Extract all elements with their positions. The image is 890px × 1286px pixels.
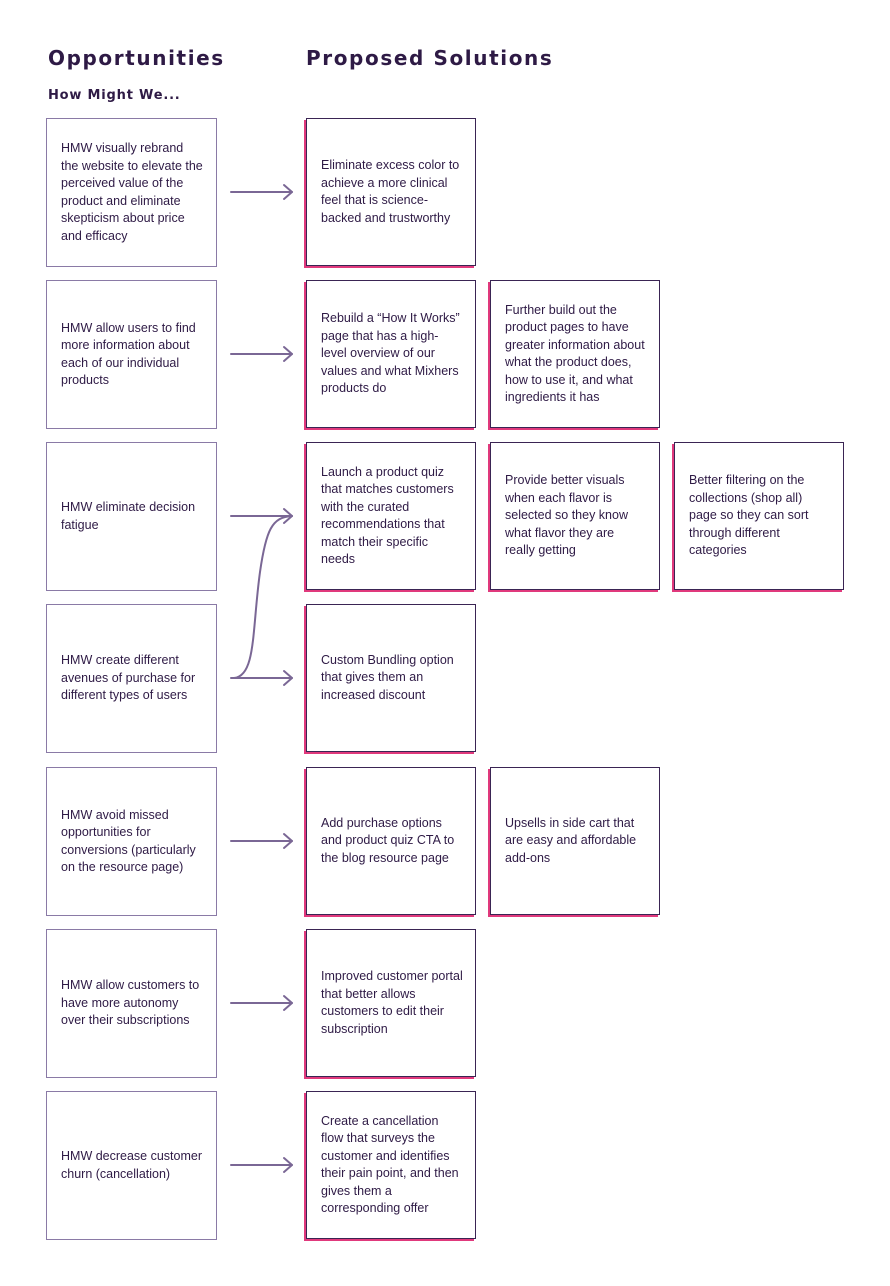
solution-text: Upsells in side cart that are easy and a… [505, 815, 637, 865]
solution-card: Add purchase options and product quiz CT… [306, 767, 476, 915]
opportunity-card: HMW decrease customer churn (cancellatio… [46, 1091, 217, 1240]
opportunity-card: HMW allow users to find more information… [46, 280, 217, 429]
opportunity-text: HMW allow users to find more information… [61, 320, 196, 388]
opportunity-text: HMW allow customers to have more autonom… [61, 978, 200, 1028]
solution-text: Add purchase options and product quiz CT… [321, 815, 455, 865]
solution-card: Custom Bundling option that gives them a… [306, 604, 476, 752]
solution-text: Custom Bundling option that gives them a… [321, 652, 454, 702]
arrowhead-row-5 [283, 833, 293, 849]
arrowhead-row-6 [283, 995, 293, 1011]
solution-card: Rebuild a “How It Works” page that has a… [306, 280, 476, 428]
opportunity-text: HMW avoid missed opportunities for conve… [61, 807, 196, 875]
opportunity-card: HMW visually rebrand the website to elev… [46, 118, 217, 267]
arrowhead-row-1 [283, 184, 293, 200]
solution-card: Provide better visuals when each flavor … [490, 442, 660, 590]
solution-card: Better filtering on the collections (sho… [674, 442, 844, 590]
solution-card: Launch a product quiz that matches custo… [306, 442, 476, 590]
solution-text: Improved customer portal that better all… [321, 969, 463, 1036]
opportunity-card: HMW eliminate decision fatigue [46, 442, 217, 591]
how-might-we-subheading: How Might We... [48, 88, 181, 103]
opportunity-card: HMW allow customers to have more autonom… [46, 929, 217, 1078]
proposed-solutions-heading: Proposed Solutions [306, 46, 554, 70]
solution-card: Eliminate excess color to achieve a more… [306, 118, 476, 266]
opportunity-text: HMW create different avenues of purchase… [61, 653, 196, 703]
opportunity-card: HMW avoid missed opportunities for conve… [46, 767, 217, 916]
solution-card: Improved customer portal that better all… [306, 929, 476, 1077]
solution-text: Provide better visuals when each flavor … [505, 473, 628, 558]
opportunity-text: HMW visually rebrand the website to elev… [61, 141, 203, 243]
opportunities-heading: Opportunities [48, 46, 225, 70]
solution-text: Further build out the product pages to h… [505, 302, 645, 405]
opportunity-card: HMW create different avenues of purchase… [46, 604, 217, 753]
solution-text: Eliminate excess color to achieve a more… [321, 158, 460, 225]
solution-card: Upsells in side cart that are easy and a… [490, 767, 660, 915]
solution-text: Launch a product quiz that matches custo… [321, 464, 454, 567]
opportunity-text: HMW decrease customer churn (cancellatio… [61, 1149, 203, 1181]
arrowhead-row-4 [283, 670, 293, 686]
arrowhead-row-2 [283, 346, 293, 362]
solution-text: Better filtering on the collections (sho… [689, 473, 809, 558]
solution-text: Create a cancellation flow that surveys … [321, 1113, 459, 1216]
arrow-row-4-to-quiz-curve [233, 515, 293, 679]
solution-text: Rebuild a “How It Works” page that has a… [321, 311, 460, 396]
arrowhead-row-7 [283, 1157, 293, 1173]
opportunity-text: HMW eliminate decision fatigue [61, 500, 196, 532]
solution-card: Further build out the product pages to h… [490, 280, 660, 428]
solution-card: Create a cancellation flow that surveys … [306, 1091, 476, 1239]
